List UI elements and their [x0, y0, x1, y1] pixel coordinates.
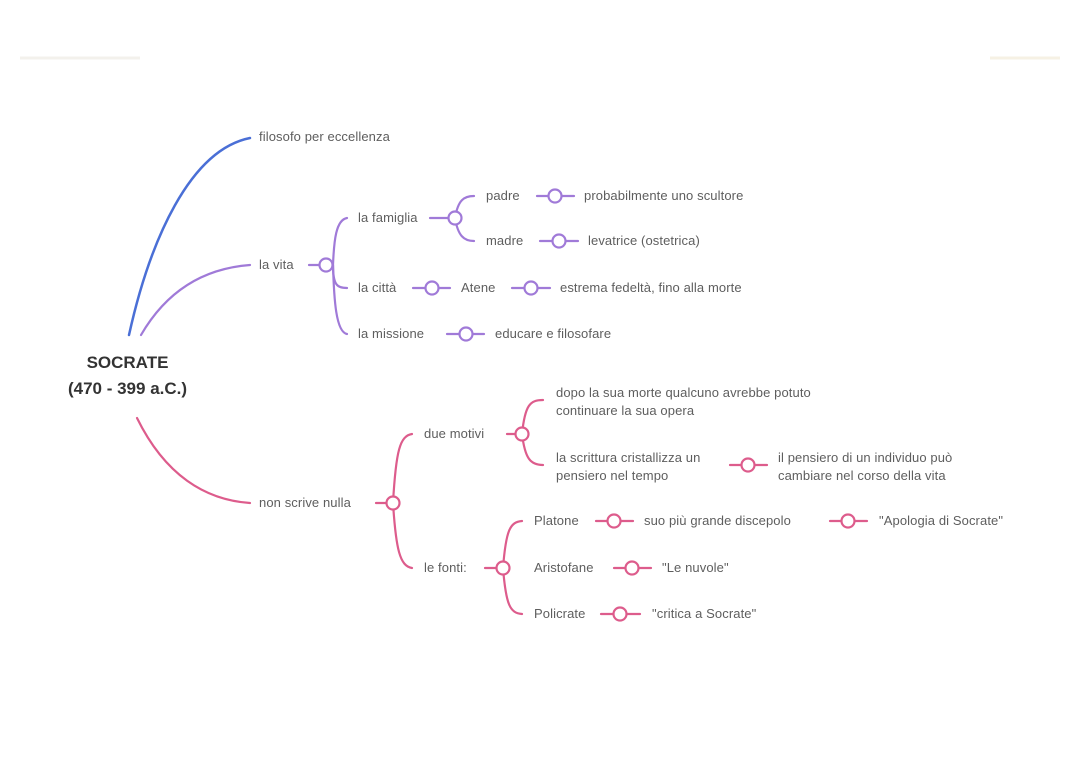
node-motivo-1: dopo la sua morte qualcuno avrebbe potut… — [556, 385, 811, 418]
root-title: SOCRATE — [86, 353, 169, 372]
node-vita: la vita — [259, 257, 294, 272]
node-motivo-2-note: il pensiero di un individuo può cambiare… — [778, 450, 953, 483]
node-platone: Platone — [534, 513, 579, 528]
node-policrate-work: "critica a Socrate" — [652, 606, 757, 621]
node-aristofane-work: "Le nuvole" — [662, 560, 729, 575]
node-platone-note: suo più grande discepolo — [644, 513, 791, 528]
node-madre: madre — [486, 233, 524, 248]
root-dates: (470 - 399 a.C.) — [67, 379, 188, 398]
root-node: SOCRATE (470 - 399 a.C.) — [40, 350, 215, 402]
node-policrate: Policrate — [534, 606, 586, 621]
node-padre-note: probabilmente uno scultore — [584, 188, 744, 203]
branch-scrive-nodes — [385, 426, 856, 622]
node-aristofane: Aristofane — [534, 560, 594, 575]
node-atene: Atene — [461, 280, 496, 295]
node-missione-note: educare e filosofare — [495, 326, 612, 341]
node-platone-work: "Apologia di Socrate" — [879, 513, 1004, 528]
node-scrive: non scrive nulla — [259, 495, 351, 510]
branch-filosofo-connector — [127, 136, 252, 337]
node-citta-note: estrema fedeltà, fino alla morte — [560, 280, 742, 295]
node-filosofo: filosofo per eccellenza — [259, 129, 390, 144]
node-missione: la missione — [358, 326, 425, 341]
node-padre: padre — [486, 188, 520, 203]
node-motivi: due motivi — [424, 426, 485, 441]
node-madre-note: levatrice (ostetrica) — [588, 233, 700, 248]
node-citta: la città — [358, 280, 397, 295]
branch-vita-nodes — [318, 188, 567, 342]
node-famiglia: la famiglia — [358, 210, 418, 225]
node-motivo-2: la scrittura cristallizza un pensiero ne… — [556, 450, 701, 483]
node-fonti: le fonti: — [424, 560, 467, 575]
branch-scrive-connector — [135, 398, 869, 616]
